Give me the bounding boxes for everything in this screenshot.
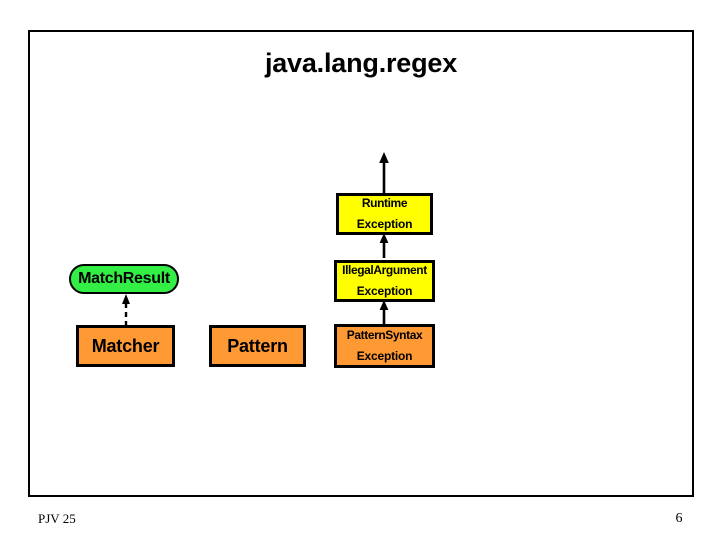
node-runtime-exception-line1: Runtime: [361, 196, 408, 211]
node-pattern-syntax-exception-line2: Exception: [356, 349, 413, 363]
node-runtime-exception-line2: Exception: [356, 217, 413, 231]
footer-course-label: PJV 25: [38, 511, 76, 526]
page-title: java.lang.regex: [264, 48, 458, 78]
edge-matcher-to-matchresult: [115, 293, 137, 326]
slide-frame: [28, 30, 694, 497]
node-matcher[interactable]: Matcher: [76, 325, 175, 367]
node-illegal-argument-exception[interactable]: IllegalArgument Exception: [334, 260, 435, 302]
edge-runtime-to-superclass: [373, 152, 395, 196]
node-illegal-argument-exception-line1: IllegalArgument: [342, 263, 427, 278]
node-illegal-argument-exception-line2: Exception: [356, 284, 413, 298]
node-match-result[interactable]: MatchResult: [69, 264, 179, 294]
node-pattern-syntax-exception[interactable]: PatternSyntax Exception: [334, 324, 435, 368]
node-matcher-label: Matcher: [91, 335, 160, 356]
page-number: 6: [675, 511, 683, 526]
node-pattern-label: Pattern: [227, 335, 288, 356]
node-pattern[interactable]: Pattern: [209, 325, 306, 367]
node-pattern-syntax-exception-line1: PatternSyntax: [346, 328, 423, 343]
edge-patternsyntax-to-illegalargument: [373, 299, 395, 325]
edge-illegalargument-to-runtime: [373, 232, 395, 258]
node-runtime-exception[interactable]: Runtime Exception: [336, 193, 433, 235]
node-match-result-label: MatchResult: [78, 269, 170, 287]
